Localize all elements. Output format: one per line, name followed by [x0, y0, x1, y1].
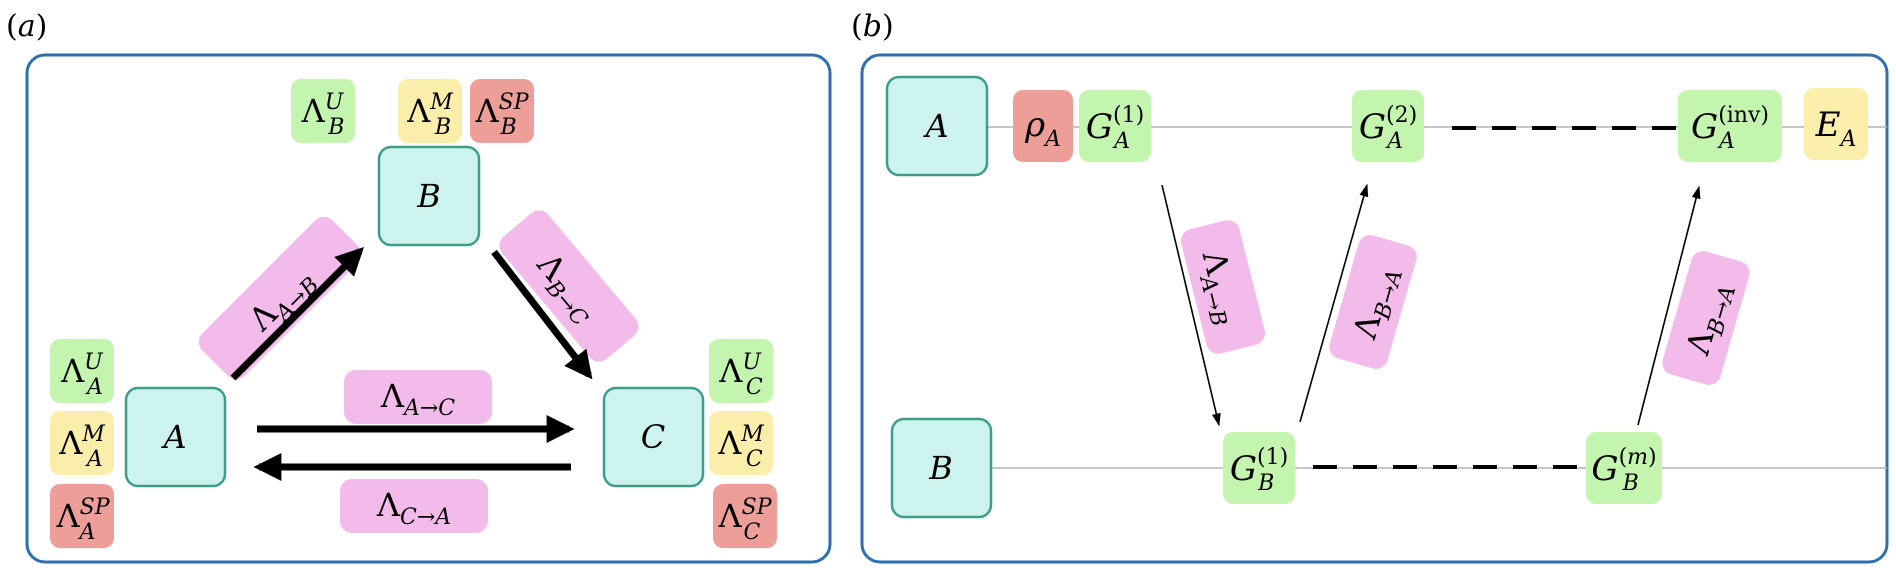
node-c: C	[602, 386, 705, 488]
svg-text:B: B	[416, 177, 441, 215]
node-b-b: B	[890, 417, 993, 519]
svg-text:ΛMC: ΛMC	[717, 422, 764, 472]
svg-text:C: C	[641, 418, 665, 456]
gate-b-m: G(m)B	[1586, 432, 1662, 504]
svg-text:G(1)A: G(1)A	[1086, 103, 1144, 154]
svg-text:ΛUA: ΛUA	[60, 350, 104, 400]
panel-a-label: (a)	[6, 9, 47, 44]
node-a: A	[124, 386, 227, 488]
svg-text:G(inv)A: G(inv)A	[1691, 103, 1769, 154]
node-b: B	[377, 145, 481, 247]
channel-b-a-to-b: ΛA→B	[1180, 220, 1266, 354]
rho-a-state: ρA	[1013, 90, 1073, 162]
gate-a-inverse: G(inv)A	[1678, 90, 1782, 162]
svg-text:G(m)B: G(m)B	[1591, 445, 1656, 496]
gate-b-1: G(1)B	[1223, 432, 1295, 504]
svg-text:ΛMB: ΛMB	[406, 90, 453, 140]
svg-text:A: A	[922, 107, 948, 145]
channel-a-to-b: ΛA→B	[198, 216, 362, 380]
channel-b-b-to-a-2: ΛB→A	[1662, 251, 1750, 385]
arrow-b-b-to-a-1	[1299, 183, 1369, 423]
channel-a-to-c: ΛA→C	[344, 370, 492, 424]
arrow-a-to-b	[230, 247, 364, 381]
svg-text:ΛUB: ΛUB	[301, 90, 345, 140]
svg-text:G(2)A: G(2)A	[1359, 103, 1417, 154]
channel-b-b-to-a-1: ΛB→A	[1329, 235, 1417, 369]
svg-text:ρA: ρA	[1024, 105, 1061, 152]
node-b-a: A	[885, 75, 989, 177]
gate-a-2: G(2)A	[1352, 90, 1424, 162]
svg-text:ΛMA: ΛMA	[58, 422, 105, 472]
gate-a-1: G(1)A	[1079, 90, 1151, 162]
svg-text:A: A	[160, 418, 186, 456]
arrow-b-a-to-b	[1161, 184, 1221, 427]
panel-b-frame	[860, 53, 1889, 564]
svg-text:ΛB→A: ΛB→A	[1345, 262, 1408, 346]
svg-text:EA: EA	[1815, 105, 1857, 152]
arrow-b-b-to-a-2	[1637, 185, 1701, 426]
measure-e-a: EA	[1804, 88, 1868, 160]
channel-b-to-c: ΛB→C	[499, 210, 639, 362]
svg-text:B: B	[928, 449, 953, 487]
svg-text:ΛUC: ΛUC	[718, 350, 763, 400]
channel-c-to-a: ΛC→A	[340, 479, 488, 533]
svg-text:ΛC→A: ΛC→A	[376, 486, 451, 530]
arrow-b-to-c	[491, 249, 593, 380]
panel-a-frame	[25, 53, 832, 564]
panel-b-label: (b)	[851, 9, 894, 44]
svg-text:G(1)B: G(1)B	[1230, 445, 1288, 496]
svg-text:ΛA→C: ΛA→C	[380, 377, 455, 421]
